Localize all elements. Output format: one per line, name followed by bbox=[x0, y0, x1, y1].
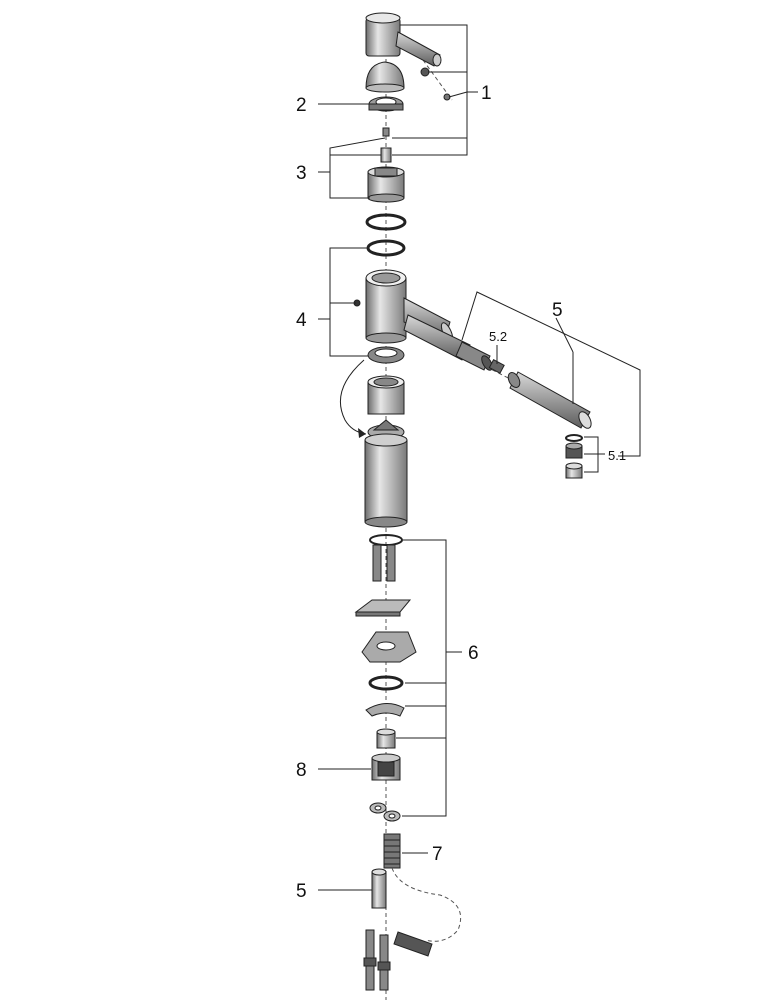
assembly-arrow bbox=[339, 359, 367, 435]
fixing-horseshoe-part bbox=[354, 599, 412, 617]
assembly-arrowhead bbox=[358, 428, 366, 438]
supply-pipes-part bbox=[363, 929, 391, 991]
mounting-plate-part bbox=[361, 631, 417, 663]
callout-2: 2 bbox=[296, 95, 307, 116]
callout-5-spout: 5 bbox=[552, 300, 563, 321]
callout-6: 6 bbox=[468, 643, 479, 664]
callout-8: 8 bbox=[296, 760, 307, 781]
connector-rings-part bbox=[369, 802, 401, 822]
spout-tube-part bbox=[403, 314, 471, 361]
adapter-ring-part bbox=[368, 96, 404, 112]
pull-out-hose-loop bbox=[391, 867, 462, 942]
callout-5-hose: 5 bbox=[296, 881, 307, 902]
aerator-parts bbox=[565, 434, 583, 479]
hose-weight-part bbox=[383, 833, 401, 869]
c-washer-part bbox=[365, 703, 405, 717]
callout-3: 3 bbox=[296, 163, 307, 184]
handle-lever-part bbox=[365, 12, 442, 67]
handle-cap-part bbox=[365, 61, 405, 93]
hose-spring-part bbox=[393, 931, 433, 957]
callout-7: 7 bbox=[432, 844, 443, 865]
cartridge-screw-part bbox=[382, 127, 390, 137]
gasket-ring-part bbox=[368, 675, 404, 691]
spout-nut-part bbox=[488, 358, 505, 374]
callout-5-2: 5.2 bbox=[489, 329, 507, 344]
callout-4: 4 bbox=[296, 310, 307, 331]
hose-connector-part bbox=[371, 868, 387, 909]
retaining-clip-part bbox=[365, 213, 407, 231]
bearing-ring-part bbox=[367, 346, 405, 364]
base-cylinder-part bbox=[364, 433, 408, 528]
leader-lines bbox=[318, 24, 641, 891]
pull-out-spray-part bbox=[507, 371, 592, 429]
valve-body-part bbox=[365, 269, 454, 344]
lever-axis bbox=[422, 59, 453, 101]
mounting-shank-part bbox=[367, 375, 405, 415]
cartridge-stem-part bbox=[380, 147, 392, 163]
cartridge-part bbox=[367, 166, 405, 203]
callout-1: 1 bbox=[481, 83, 492, 104]
nut-sleeve-part bbox=[376, 728, 396, 749]
spout-connector-part bbox=[455, 341, 493, 371]
check-valve-part bbox=[371, 753, 401, 781]
set-screw-part bbox=[420, 67, 430, 77]
callout-5-1: 5.1 bbox=[608, 448, 626, 463]
